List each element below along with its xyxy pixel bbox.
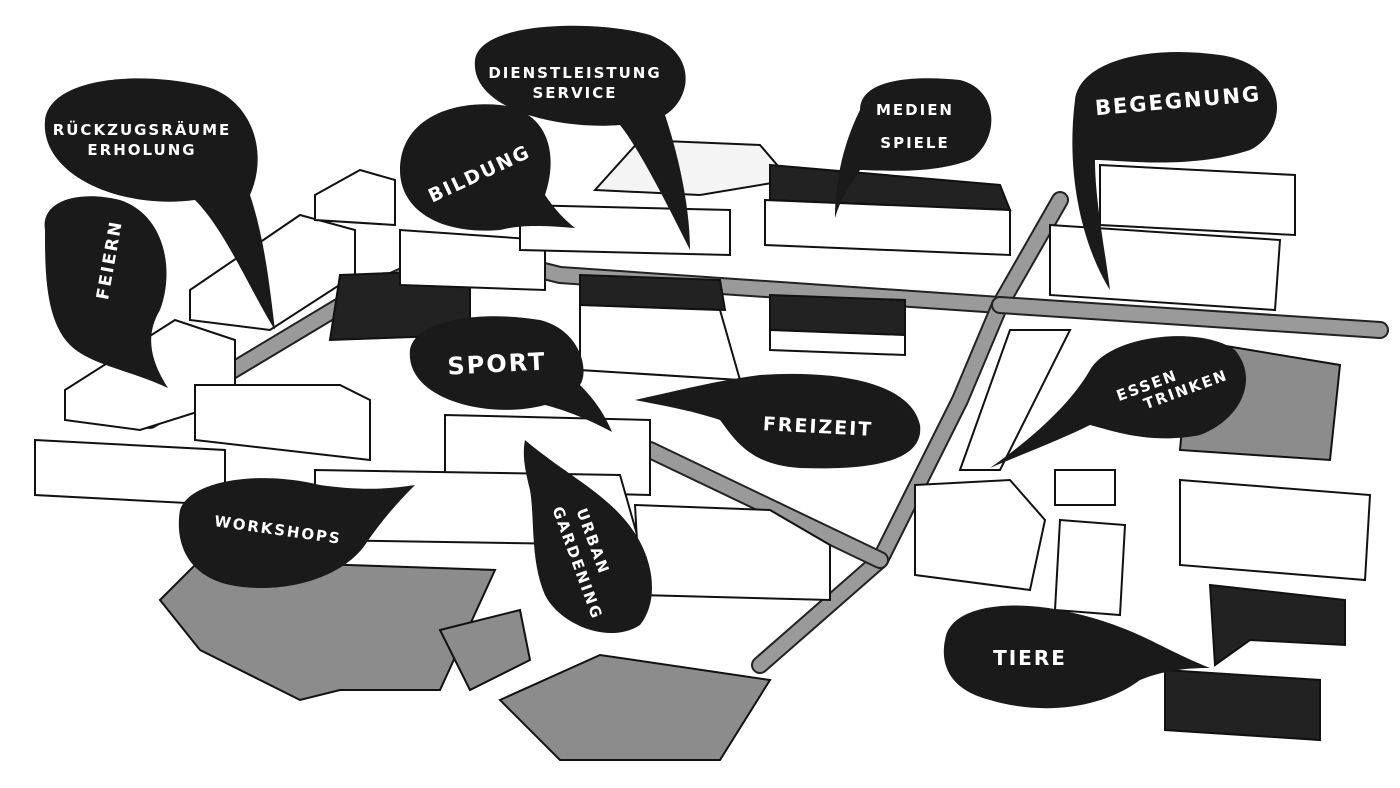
bubble-label: SERVICE xyxy=(532,84,617,102)
bubble-freizeit: FREIZEIT xyxy=(635,373,921,469)
bubble-medien-spiele: MEDIEN SPIELE xyxy=(835,78,992,218)
bubble-begegnung: BEGEGNUNG xyxy=(1072,52,1278,290)
bubble-feiern: FEIERN xyxy=(44,196,169,388)
bubble-essen-trinken: ESSENTRINKEN xyxy=(990,336,1247,468)
bubble-rueckzugsraeume-erholung: RÜCKZUGSRÄUME ERHOLUNG xyxy=(44,78,275,330)
bubble-label: ERHOLUNG xyxy=(87,141,196,159)
bubble-urban-gardening: URBANGARDENING xyxy=(523,440,652,634)
bubble-label: RÜCKZUGSRÄUME xyxy=(53,120,232,139)
bubble-sport: SPORT xyxy=(409,316,612,432)
bubble-label: SPORT xyxy=(447,347,547,380)
bubble-tiere: TIERE xyxy=(943,605,1210,709)
bubble-label: MEDIEN xyxy=(876,101,954,119)
bubble-bildung: BILDUNG xyxy=(400,104,575,231)
bubble-label: DIENSTLEISTUNG xyxy=(488,64,661,82)
bubble-label: TIERE xyxy=(993,646,1067,670)
bubble-label: SPIELE xyxy=(880,134,949,152)
bubble-dienstleistung-service: DIENSTLEISTUNG SERVICE xyxy=(474,25,690,251)
bubble-workshops: WORKSHOPS xyxy=(178,478,415,589)
